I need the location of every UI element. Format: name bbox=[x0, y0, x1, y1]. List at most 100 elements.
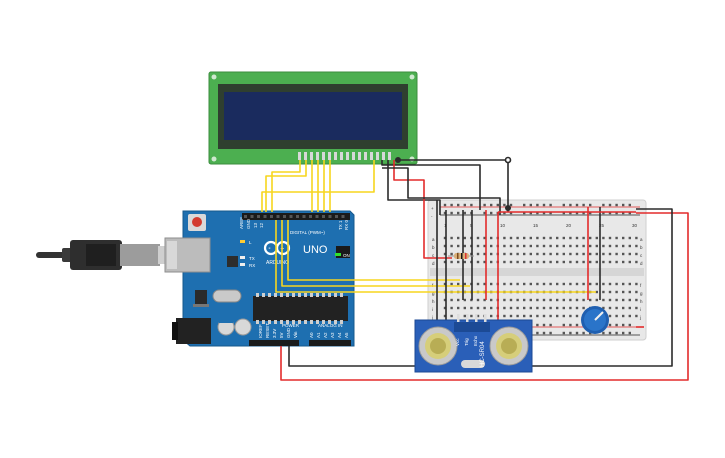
rail-hole[interactable] bbox=[628, 211, 631, 215]
breadboard-hole[interactable] bbox=[615, 282, 618, 286]
rail-hole[interactable] bbox=[622, 203, 625, 207]
breadboard-hole[interactable] bbox=[569, 314, 572, 318]
breadboard-hole[interactable] bbox=[575, 306, 579, 310]
breadboard-hole[interactable] bbox=[556, 306, 559, 310]
breadboard-hole[interactable] bbox=[575, 282, 579, 286]
breadboard-hole[interactable] bbox=[523, 298, 526, 302]
breadboard-hole[interactable] bbox=[582, 260, 585, 264]
breadboard-hole[interactable] bbox=[516, 306, 519, 310]
breadboard-hole[interactable] bbox=[509, 260, 513, 264]
breadboard-hole[interactable] bbox=[509, 314, 513, 318]
breadboard-hole[interactable] bbox=[523, 314, 526, 318]
breadboard-hole[interactable] bbox=[542, 260, 546, 264]
rail-hole[interactable] bbox=[608, 323, 612, 327]
rail-hole[interactable] bbox=[615, 203, 618, 207]
breadboard-hole[interactable] bbox=[457, 236, 460, 240]
breadboard-hole[interactable] bbox=[595, 290, 598, 294]
breadboard-hole[interactable] bbox=[569, 244, 572, 248]
breadboard-hole[interactable] bbox=[549, 244, 552, 248]
breadboard-hole[interactable] bbox=[635, 252, 638, 256]
breadboard-hole[interactable] bbox=[608, 306, 612, 310]
breadboard-hole[interactable] bbox=[575, 298, 579, 302]
rail-hole[interactable] bbox=[622, 323, 625, 327]
breadboard-hole[interactable] bbox=[523, 252, 526, 256]
breadboard-hole[interactable] bbox=[575, 252, 579, 256]
breadboard-hole[interactable] bbox=[602, 236, 605, 240]
breadboard-hole[interactable] bbox=[542, 298, 546, 302]
rail-hole[interactable] bbox=[509, 203, 513, 207]
breadboard-hole[interactable] bbox=[615, 252, 618, 256]
breadboard-hole[interactable] bbox=[463, 298, 466, 302]
breadboard-hole[interactable] bbox=[615, 314, 618, 318]
breadboard-hole[interactable] bbox=[536, 244, 539, 248]
breadboard-hole[interactable] bbox=[463, 306, 466, 310]
rail-hole[interactable] bbox=[463, 211, 466, 215]
breadboard-hole[interactable] bbox=[490, 282, 493, 286]
breadboard-hole[interactable] bbox=[523, 244, 526, 248]
breadboard-hole[interactable] bbox=[503, 244, 506, 248]
breadboard-hole[interactable] bbox=[536, 260, 539, 264]
breadboard-hole[interactable] bbox=[483, 306, 486, 310]
rail-hole[interactable] bbox=[457, 211, 460, 215]
breadboard-hole[interactable] bbox=[503, 236, 506, 240]
rail-hole[interactable] bbox=[536, 203, 539, 207]
breadboard-hole[interactable] bbox=[615, 260, 618, 264]
rail-hole[interactable] bbox=[542, 211, 546, 215]
breadboard-hole[interactable] bbox=[503, 306, 506, 310]
rail-hole[interactable] bbox=[569, 211, 572, 215]
breadboard-hole[interactable] bbox=[483, 282, 486, 286]
breadboard-hole[interactable] bbox=[622, 314, 625, 318]
breadboard-hole[interactable] bbox=[615, 306, 618, 310]
breadboard-hole[interactable] bbox=[622, 282, 625, 286]
breadboard-hole[interactable] bbox=[549, 314, 552, 318]
breadboard-hole[interactable] bbox=[562, 282, 565, 286]
breadboard-hole[interactable] bbox=[582, 236, 585, 240]
breadboard-hole[interactable] bbox=[450, 314, 453, 318]
breadboard-hole[interactable] bbox=[457, 244, 460, 248]
rail-hole[interactable] bbox=[622, 331, 625, 335]
breadboard-hole[interactable] bbox=[622, 298, 625, 302]
breadboard-hole[interactable] bbox=[549, 260, 552, 264]
rail-hole[interactable] bbox=[602, 211, 605, 215]
breadboard-hole[interactable] bbox=[562, 260, 565, 264]
breadboard-hole[interactable] bbox=[549, 298, 552, 302]
breadboard-hole[interactable] bbox=[635, 260, 638, 264]
breadboard-hole[interactable] bbox=[443, 244, 447, 248]
breadboard-hole[interactable] bbox=[457, 298, 460, 302]
breadboard-hole[interactable] bbox=[589, 282, 592, 286]
breadboard-hole[interactable] bbox=[490, 298, 493, 302]
breadboard-hole[interactable] bbox=[443, 252, 447, 256]
breadboard-hole[interactable] bbox=[536, 306, 539, 310]
rail-hole[interactable] bbox=[608, 211, 612, 215]
breadboard-hole[interactable] bbox=[562, 252, 565, 256]
breadboard-hole[interactable] bbox=[463, 236, 466, 240]
rail-hole[interactable] bbox=[542, 203, 546, 207]
breadboard-hole[interactable] bbox=[602, 244, 605, 248]
breadboard-hole[interactable] bbox=[450, 260, 453, 264]
breadboard-hole[interactable] bbox=[529, 282, 532, 286]
breadboard-hole[interactable] bbox=[443, 236, 447, 240]
breadboard-hole[interactable] bbox=[622, 260, 625, 264]
breadboard-hole[interactable] bbox=[589, 260, 592, 264]
breadboard-hole[interactable] bbox=[443, 306, 447, 310]
rail-hole[interactable] bbox=[523, 203, 526, 207]
breadboard-hole[interactable] bbox=[463, 282, 466, 286]
breadboard-hole[interactable] bbox=[549, 252, 552, 256]
rail-hole[interactable] bbox=[503, 203, 506, 207]
wires[interactable] bbox=[261, 156, 689, 381]
breadboard-hole[interactable] bbox=[516, 236, 519, 240]
rail-hole[interactable] bbox=[589, 211, 592, 215]
breadboard-hole[interactable] bbox=[490, 314, 493, 318]
breadboard-hole[interactable] bbox=[516, 298, 519, 302]
rail-hole[interactable] bbox=[490, 203, 493, 207]
breadboard-hole[interactable] bbox=[509, 298, 513, 302]
breadboard-hole[interactable] bbox=[575, 244, 579, 248]
breadboard-hole[interactable] bbox=[470, 306, 473, 310]
breadboard-hole[interactable] bbox=[589, 244, 592, 248]
rail-hole[interactable] bbox=[536, 211, 539, 215]
breadboard-hole[interactable] bbox=[562, 306, 565, 310]
rail-hole[interactable] bbox=[575, 323, 579, 327]
rail-hole[interactable] bbox=[569, 203, 572, 207]
rail-hole[interactable] bbox=[608, 331, 612, 335]
